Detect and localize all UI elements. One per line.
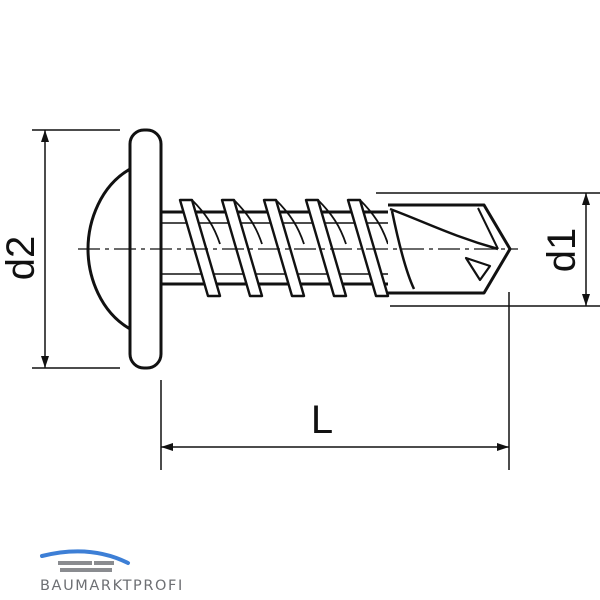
thread-back-edge: [233, 199, 263, 245]
d2-label: d2: [0, 236, 43, 281]
logo-bar-2: [60, 568, 112, 572]
length-dimension: L: [160, 292, 510, 470]
thread-flank: [262, 198, 306, 298]
thread-back-edge: [317, 199, 347, 245]
length-label: L: [311, 398, 333, 442]
brand-logo-text: BAUMARKTPROFI: [40, 578, 184, 594]
drill-flute-upper: [389, 207, 499, 251]
logo-swoosh: [40, 549, 130, 565]
thread-helix: [178, 198, 390, 298]
logo-bar-1: [58, 561, 92, 565]
drill-cutting-edge: [464, 256, 492, 282]
screw-shank: [161, 198, 390, 298]
drill-flute-lower: [390, 210, 416, 290]
d1-dimension: d1: [376, 192, 600, 307]
d2-dimension: d2: [0, 129, 120, 369]
thread-flank: [178, 198, 222, 298]
logo-bar-3: [94, 561, 114, 565]
thread-back-edge: [191, 199, 221, 245]
thread-back-edge: [275, 199, 305, 245]
thread-flank: [304, 198, 348, 298]
brand-logo-mark: [40, 549, 130, 572]
d1-label: d1: [540, 228, 584, 273]
thread-flank: [346, 198, 390, 298]
thread-back-edge: [359, 199, 389, 245]
thread-flank: [220, 198, 264, 298]
drill-edge-line: [477, 207, 499, 250]
